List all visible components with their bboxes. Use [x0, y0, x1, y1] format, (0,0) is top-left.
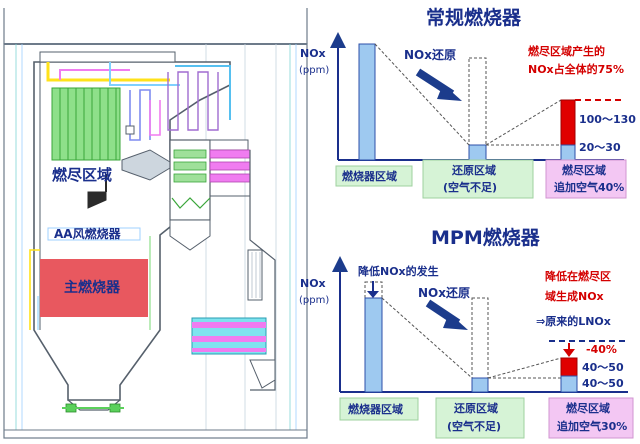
conventional-y-label: NOx — [300, 47, 326, 60]
mpm-burnout-red-bar — [560, 357, 578, 377]
burnout-zone-blue-bar — [560, 144, 576, 161]
burnout-zone-tubes — [51, 87, 121, 161]
mpm-compare-note: ⇒原来的LNOx — [536, 315, 611, 328]
superheater-coils — [125, 65, 231, 141]
mpm-value-minus: -40% — [586, 343, 617, 356]
conventional-value-low: 20～30 — [579, 141, 621, 154]
mpm-note-2: 域生成NOx — [545, 290, 604, 303]
mpm-y-label: NOx — [300, 277, 326, 290]
mpm-chart — [332, 256, 634, 439]
mpm-zone-burnout-sub: 追加空气30% — [557, 420, 628, 433]
burnout-zone-label: 燃尽区域 — [52, 166, 113, 184]
conventional-value-high: 100～130 — [579, 113, 636, 126]
mpm-zone-burnout: 燃尽区域 — [566, 402, 610, 415]
main-burner-block — [40, 259, 148, 317]
mpm-value-high: 40～50 — [582, 361, 624, 374]
burner-zone-bar — [358, 43, 376, 161]
mpm-title: MPM燃烧器 — [431, 227, 540, 249]
conventional-reduction-label: NOx还原 — [404, 48, 456, 62]
conventional-note-1: 燃尽区域产生的 — [528, 45, 605, 58]
conventional-chart — [330, 32, 627, 199]
mpm-burnout-blue-bar — [560, 375, 578, 393]
conventional-zone-burnout-sub: 追加空气40% — [554, 181, 625, 194]
conventional-zone-burner: 燃烧器区域 — [342, 170, 397, 183]
mpm-reduction-zone-bar — [471, 377, 489, 393]
conventional-title: 常规燃烧器 — [426, 7, 522, 29]
conventional-zone-reduction-sub: (空气不足) — [443, 181, 498, 194]
reduction-zone-bar — [468, 144, 487, 161]
air-heater — [191, 150, 276, 391]
boiler-schematic — [3, 8, 308, 439]
aa-burner-label: AA风燃烧器 — [54, 227, 121, 241]
conventional-zone-reduction: 还原区域 — [452, 164, 496, 177]
mpm-y-unit: (ppm) — [299, 295, 330, 306]
mpm-note-1: 降低在燃尽区 — [545, 270, 611, 283]
mpm-reduction-arrow — [443, 313, 468, 330]
burnout-zone-red-bar — [560, 99, 576, 146]
mpm-zone-reduction: 还原区域 — [454, 402, 498, 415]
economizer-bank — [169, 139, 251, 221]
mpm-zone-reduction-sub: (空气不足) — [447, 420, 502, 433]
conventional-y-unit: (ppm) — [299, 65, 330, 76]
main-burner-label: 主燃烧器 — [64, 280, 120, 296]
mpm-reduce-generation: 降低NOx的发生 — [358, 265, 439, 278]
reduction-arrow — [437, 84, 462, 101]
injector-arrow — [87, 191, 107, 209]
conventional-note-2: NOx占全体的75% — [528, 63, 624, 76]
mpm-value-low: 40～50 — [582, 377, 624, 390]
mpm-zone-burner: 燃烧器区域 — [348, 403, 403, 416]
mpm-burner-zone-bar — [364, 297, 383, 393]
aa-burner-band — [47, 227, 141, 241]
conventional-zone-burnout: 燃尽区域 — [562, 164, 606, 177]
mpm-reduction-label: NOx还原 — [418, 286, 470, 300]
